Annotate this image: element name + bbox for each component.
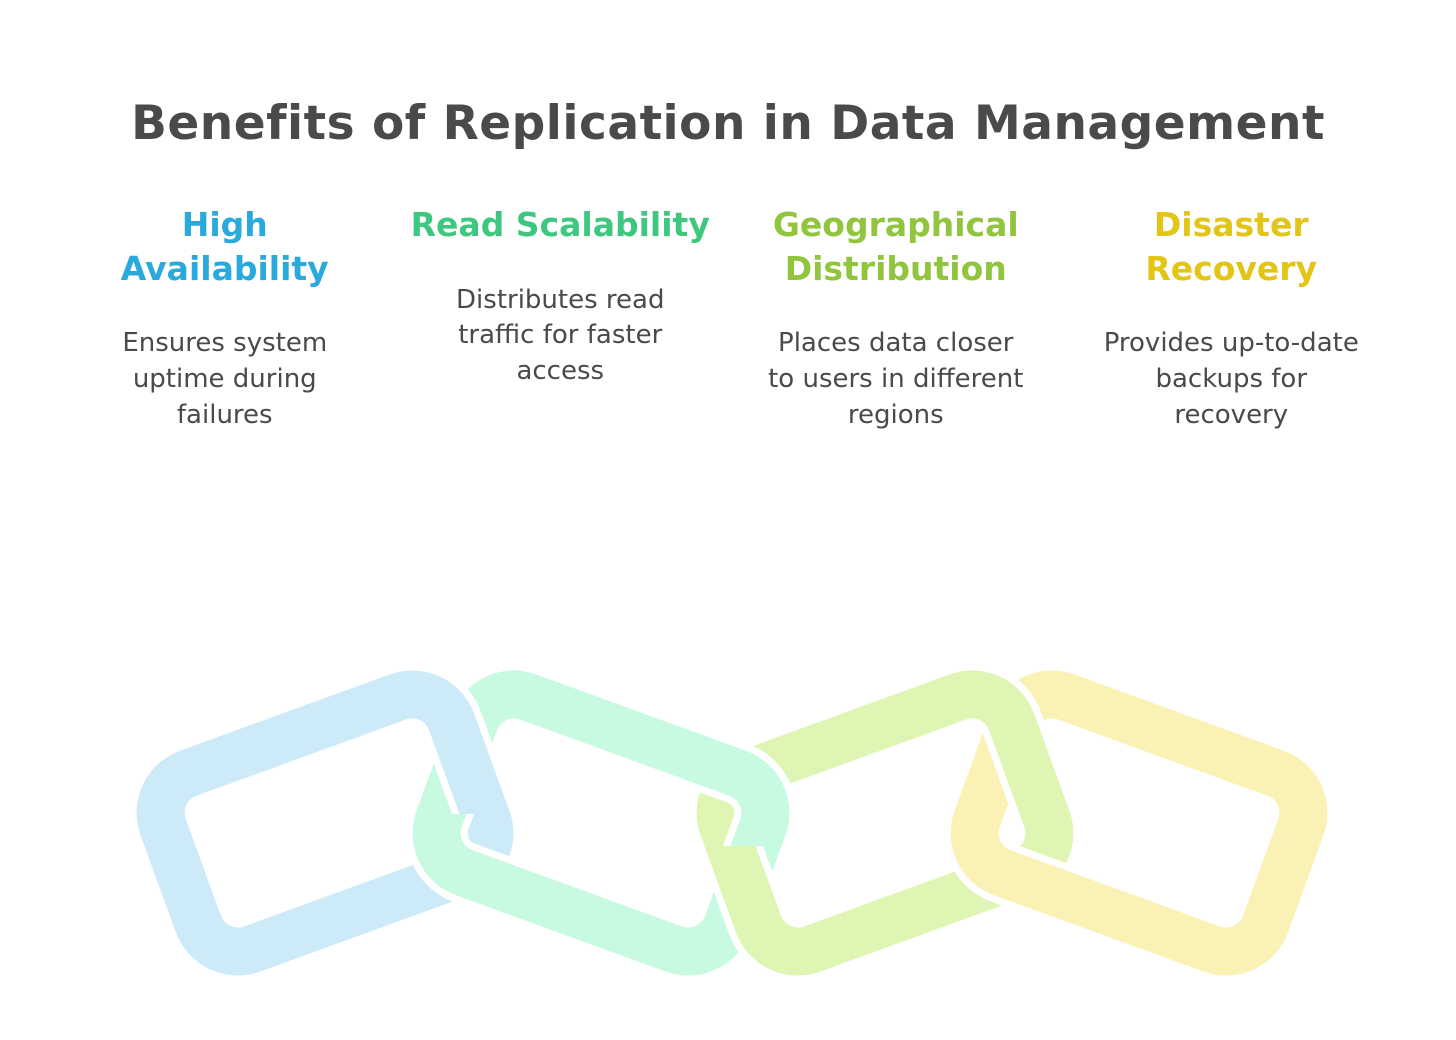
benefit-heading: Read Scalability bbox=[410, 205, 710, 244]
benefit-description: Distributes read traffic for faster acce… bbox=[456, 284, 665, 387]
benefit-heading: Geographical Distribution bbox=[772, 205, 1019, 288]
page-title: Benefits of Replication in Data Manageme… bbox=[131, 96, 1325, 151]
benefit-heading: Disaster Recovery bbox=[1145, 205, 1318, 288]
benefit-description: Places data closer to users in different… bbox=[768, 328, 1024, 430]
benefit-description: Ensures system uptime during failures bbox=[122, 328, 328, 430]
benefit-disaster-recovery: Disaster Recovery Provides up-to-date ba… bbox=[1069, 203, 1395, 434]
benefits-row: High Availability Ensures system uptime … bbox=[62, 203, 1394, 434]
chain-links-svg bbox=[129, 616, 1335, 983]
benefit-read-scalability: Read Scalability Distributes read traffi… bbox=[398, 203, 724, 434]
benefit-description: Provides up-to-date backups for recovery bbox=[1103, 328, 1359, 430]
benefit-geographical-distribution: Geographical Distribution Places data cl… bbox=[733, 203, 1059, 434]
benefit-high-availability: High Availability Ensures system uptime … bbox=[62, 203, 388, 434]
chain-link-disaster-recovery bbox=[943, 663, 1335, 983]
benefit-heading: High Availability bbox=[120, 205, 329, 288]
chain-illustration bbox=[0, 616, 1456, 1040]
